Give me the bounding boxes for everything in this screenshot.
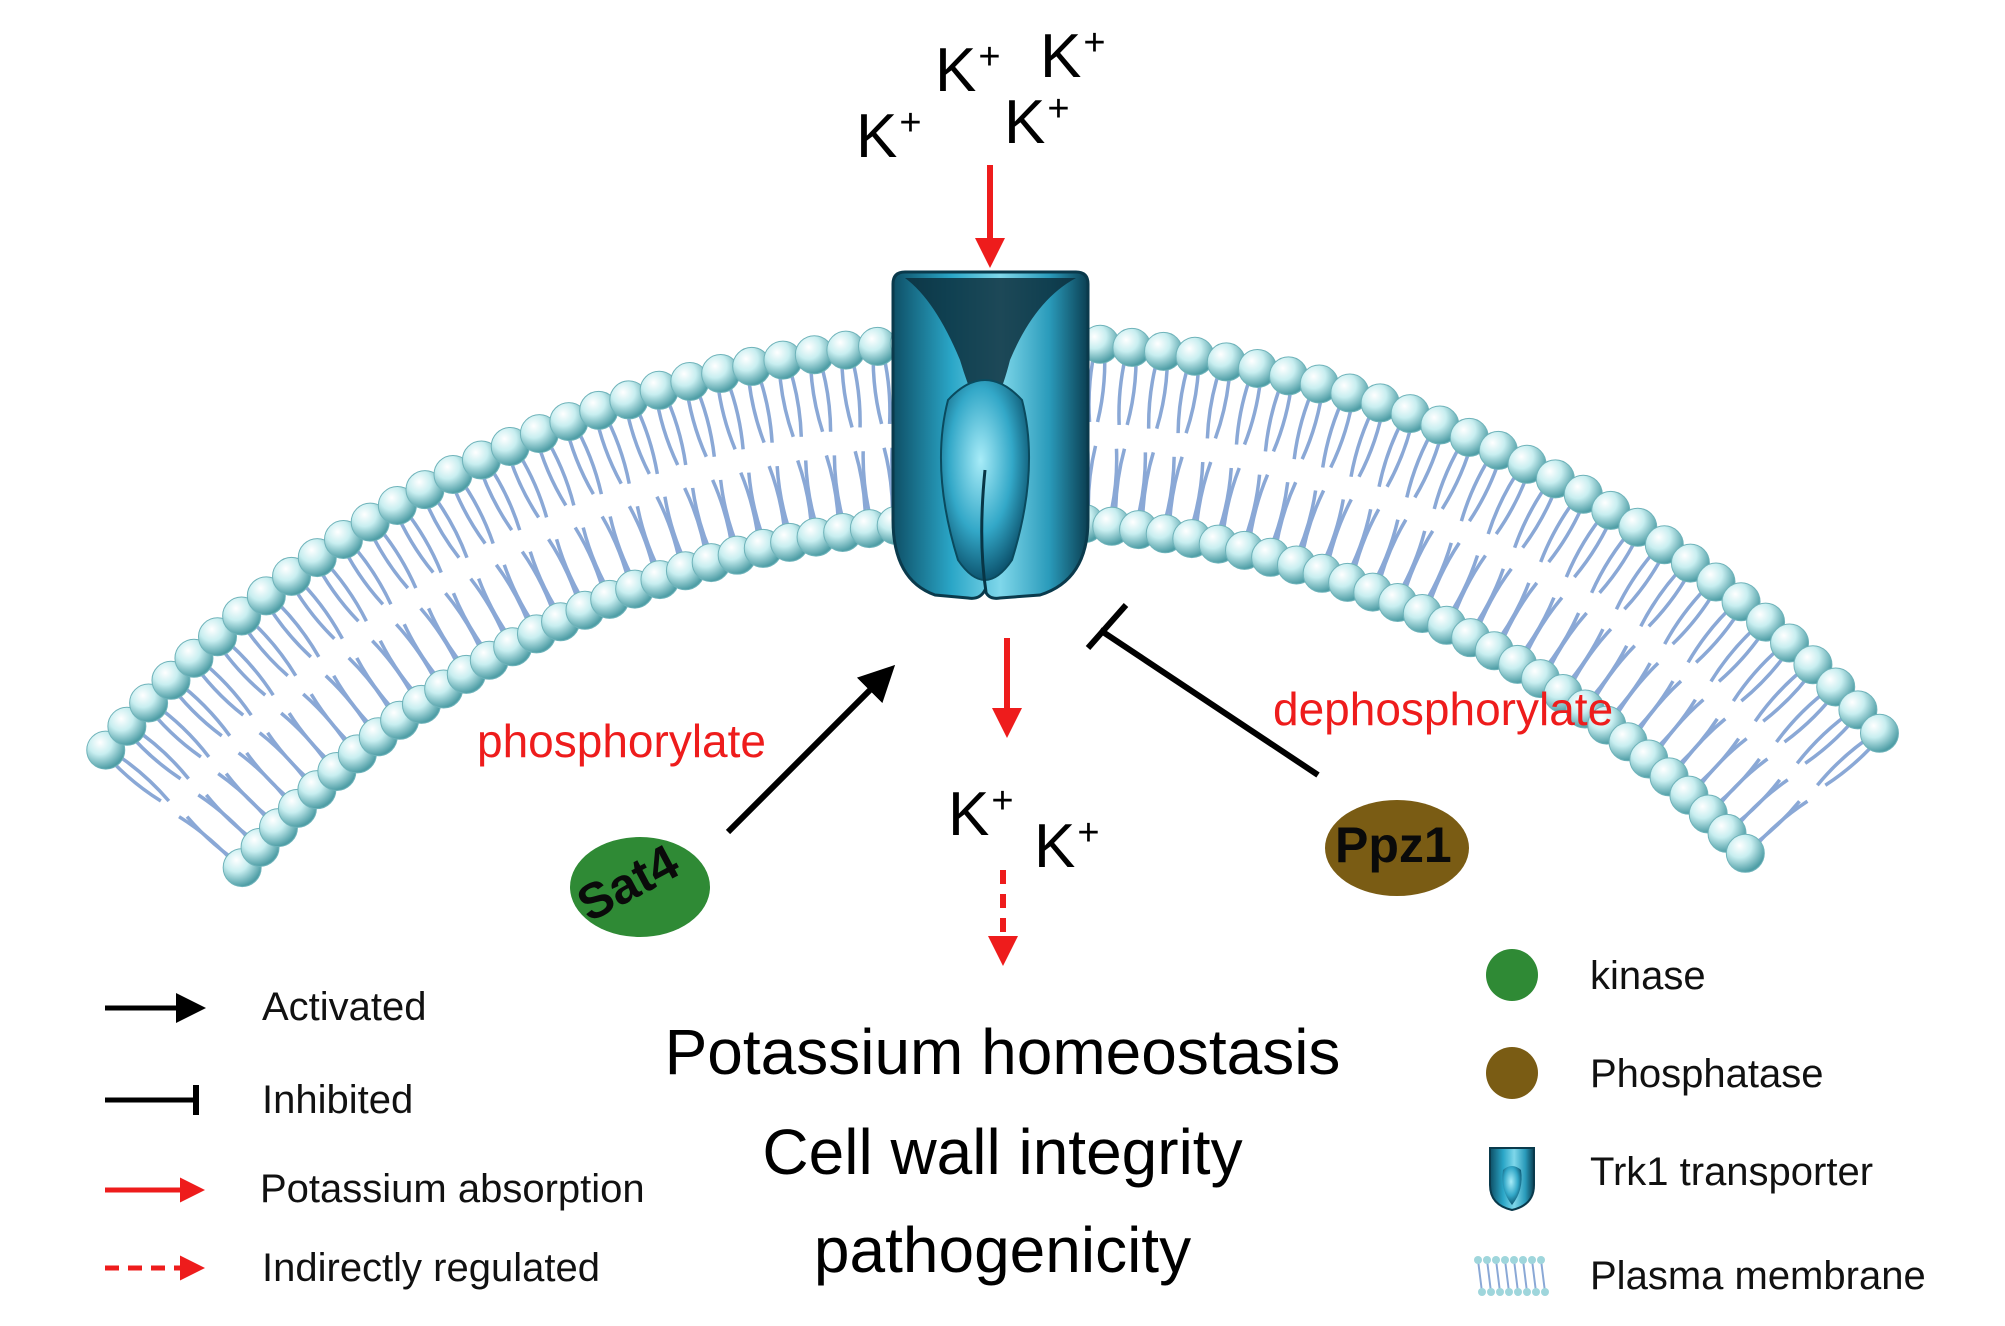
dephosphorylate-label: dephosphorylate xyxy=(1273,683,1614,735)
trk1-transporter xyxy=(891,270,1090,600)
activation-arrow xyxy=(725,664,896,835)
k-ion-outside-2: K+ xyxy=(1040,22,1106,91)
k-ion-inside-2: K+ xyxy=(1034,812,1100,881)
k-ion-inside-1: K+ xyxy=(948,780,1014,849)
outcome-pathogenicity: pathogenicity xyxy=(813,1214,1192,1286)
legend-membrane-label: Plasma membrane xyxy=(1590,1254,1926,1298)
ppz1-label: Ppz1 xyxy=(1335,817,1452,873)
k-ion-outside-4: K+ xyxy=(1004,88,1070,157)
legend-indirect-label: Indirectly regulated xyxy=(262,1246,600,1290)
inhibition-bar xyxy=(1085,603,1320,778)
sat4-kinase xyxy=(570,837,710,937)
legend-activated-label: Activated xyxy=(262,985,427,1029)
outcome-cell-wall-integrity: Cell wall integrity xyxy=(762,1116,1243,1188)
legend-inhibited-icon xyxy=(105,1085,199,1115)
legend-phosphatase-label: Phosphatase xyxy=(1590,1052,1824,1096)
membrane-icon xyxy=(1474,1256,1549,1296)
phosphorylate-label: phosphorylate xyxy=(477,715,766,767)
outcome-potassium-homeostasis: Potassium homeostasis xyxy=(664,1016,1341,1088)
legend-transporter-label: Trk1 transporter xyxy=(1590,1150,1874,1194)
legend-absorption-label: Potassium absorption xyxy=(260,1167,645,1211)
k-ion-outside-3: K+ xyxy=(856,102,922,171)
k-ion-outside-1: K+ xyxy=(935,36,1001,105)
ppz1-phosphatase xyxy=(1325,800,1469,896)
green-circle-icon xyxy=(1486,949,1538,1001)
transporter-icon xyxy=(1489,1147,1535,1212)
brown-circle-icon xyxy=(1486,1047,1538,1099)
legend-kinase-label: kinase xyxy=(1590,954,1706,998)
legend-inhibited-label: Inhibited xyxy=(262,1078,414,1122)
